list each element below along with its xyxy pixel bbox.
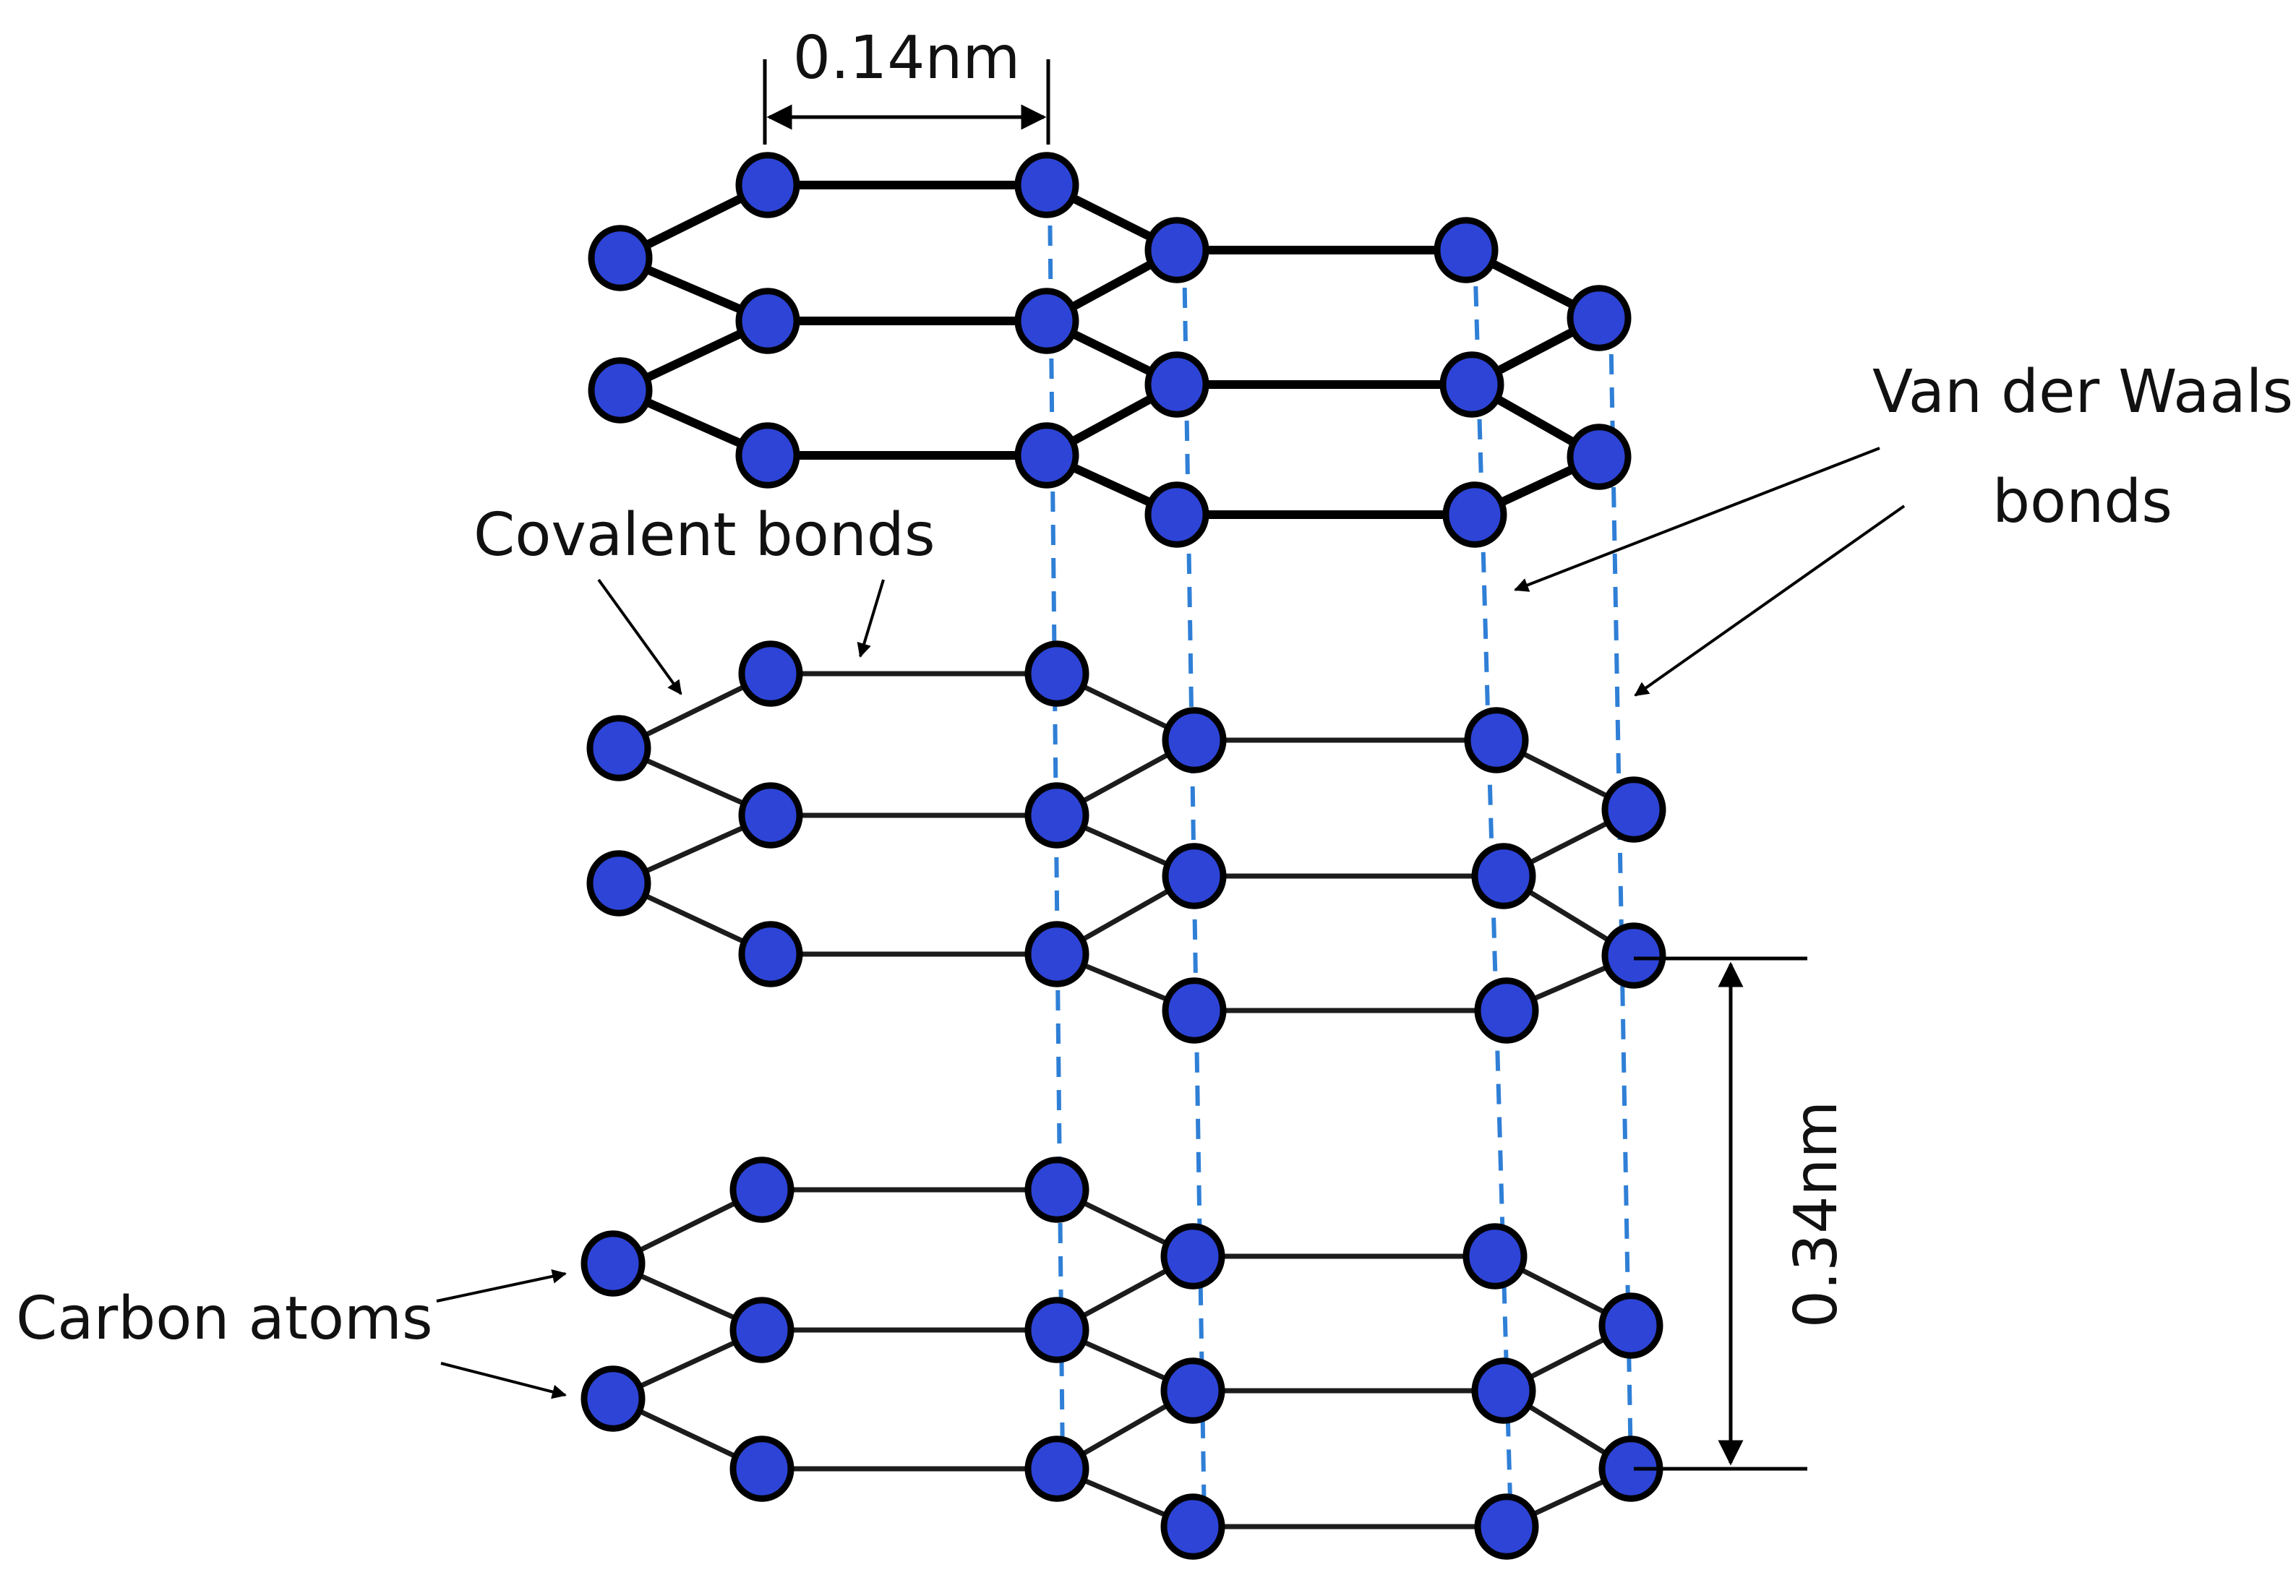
carbon-atom <box>1162 707 1227 773</box>
van-der-waals-bond <box>1609 320 1633 1468</box>
carbon-atom <box>581 1365 646 1432</box>
graphene-layer-top <box>588 152 1632 548</box>
carbon-atom <box>735 152 800 218</box>
carbon-atom <box>1462 1223 1528 1290</box>
carbon-atom <box>729 1436 794 1502</box>
carbon-atoms-annotation: Carbon atoms <box>16 1269 567 1399</box>
carbon-atom <box>1160 1493 1225 1560</box>
carbon-atom <box>729 1157 794 1223</box>
carbon-atom <box>1024 782 1089 849</box>
carbon-atom <box>1474 1493 1539 1560</box>
carbon-atom <box>738 640 803 707</box>
carbon-atom <box>1567 424 1632 490</box>
carbon-atom <box>586 850 651 917</box>
van-der-waals-dashed-lines <box>1048 192 1633 1526</box>
carbon-atom <box>1567 285 1632 351</box>
carbon-atom <box>735 422 800 489</box>
van-der-waals-annotation: Van der Waals bonds <box>1514 358 2293 697</box>
carbon-atom <box>586 715 651 781</box>
vdw-label-line1: Van der Waals <box>1872 358 2293 426</box>
carbon-atom <box>588 357 653 424</box>
covalent-bonds-annotation: Covalent bonds <box>474 501 935 695</box>
carbon-atom <box>1014 152 1079 218</box>
carbon-atom <box>1160 1223 1225 1290</box>
carbon-atom <box>1024 1436 1089 1502</box>
carbon-atom <box>1601 776 1666 843</box>
covalent-bonds-label: Covalent bonds <box>474 501 935 570</box>
carbon-atom <box>1024 921 1089 987</box>
carbon-atom <box>1024 1297 1089 1363</box>
vdw-label-line2: bonds <box>1992 468 2172 536</box>
carbon-atom <box>1014 288 1079 354</box>
carbon-atom <box>738 782 803 849</box>
carbon-atom <box>1144 481 1209 548</box>
carbon-atom <box>1162 977 1227 1044</box>
carbon-atom <box>1024 1157 1089 1223</box>
carbon-atom <box>1439 351 1504 418</box>
carbon-atom <box>1014 422 1079 489</box>
carbon-atom <box>1434 217 1499 283</box>
layer-spacing-dimension: 0.34nm <box>1634 956 1851 1471</box>
carbon-atom <box>1464 707 1529 773</box>
carbon-atom <box>1471 843 1536 909</box>
carbon-atom <box>1442 481 1507 548</box>
carbon-atom <box>1598 1292 1663 1359</box>
carbon-atom <box>1144 217 1209 283</box>
carbon-atom <box>729 1297 794 1363</box>
carbon-atom <box>588 225 653 291</box>
graphene-layer-middle <box>586 640 1666 1044</box>
carbon-atom <box>1160 1357 1225 1424</box>
carbon-atom <box>581 1230 646 1297</box>
carbon-atom <box>1471 1357 1536 1424</box>
layer-spacing-label: 0.34nm <box>1782 1101 1851 1328</box>
carbon-atom <box>1474 977 1539 1044</box>
bond-length-dimension: 0.14nm <box>763 24 1050 145</box>
carbon-atom <box>1162 843 1227 909</box>
carbon-atom <box>738 921 803 987</box>
bond-length-label: 0.14nm <box>793 24 1020 93</box>
graphene-layer-bottom <box>581 1157 1663 1560</box>
carbon-atom <box>1144 351 1209 418</box>
carbon-atom <box>735 288 800 354</box>
carbon-atoms-label: Carbon atoms <box>16 1284 433 1353</box>
carbon-atom <box>1601 922 1666 989</box>
carbon-atom <box>1024 640 1089 707</box>
